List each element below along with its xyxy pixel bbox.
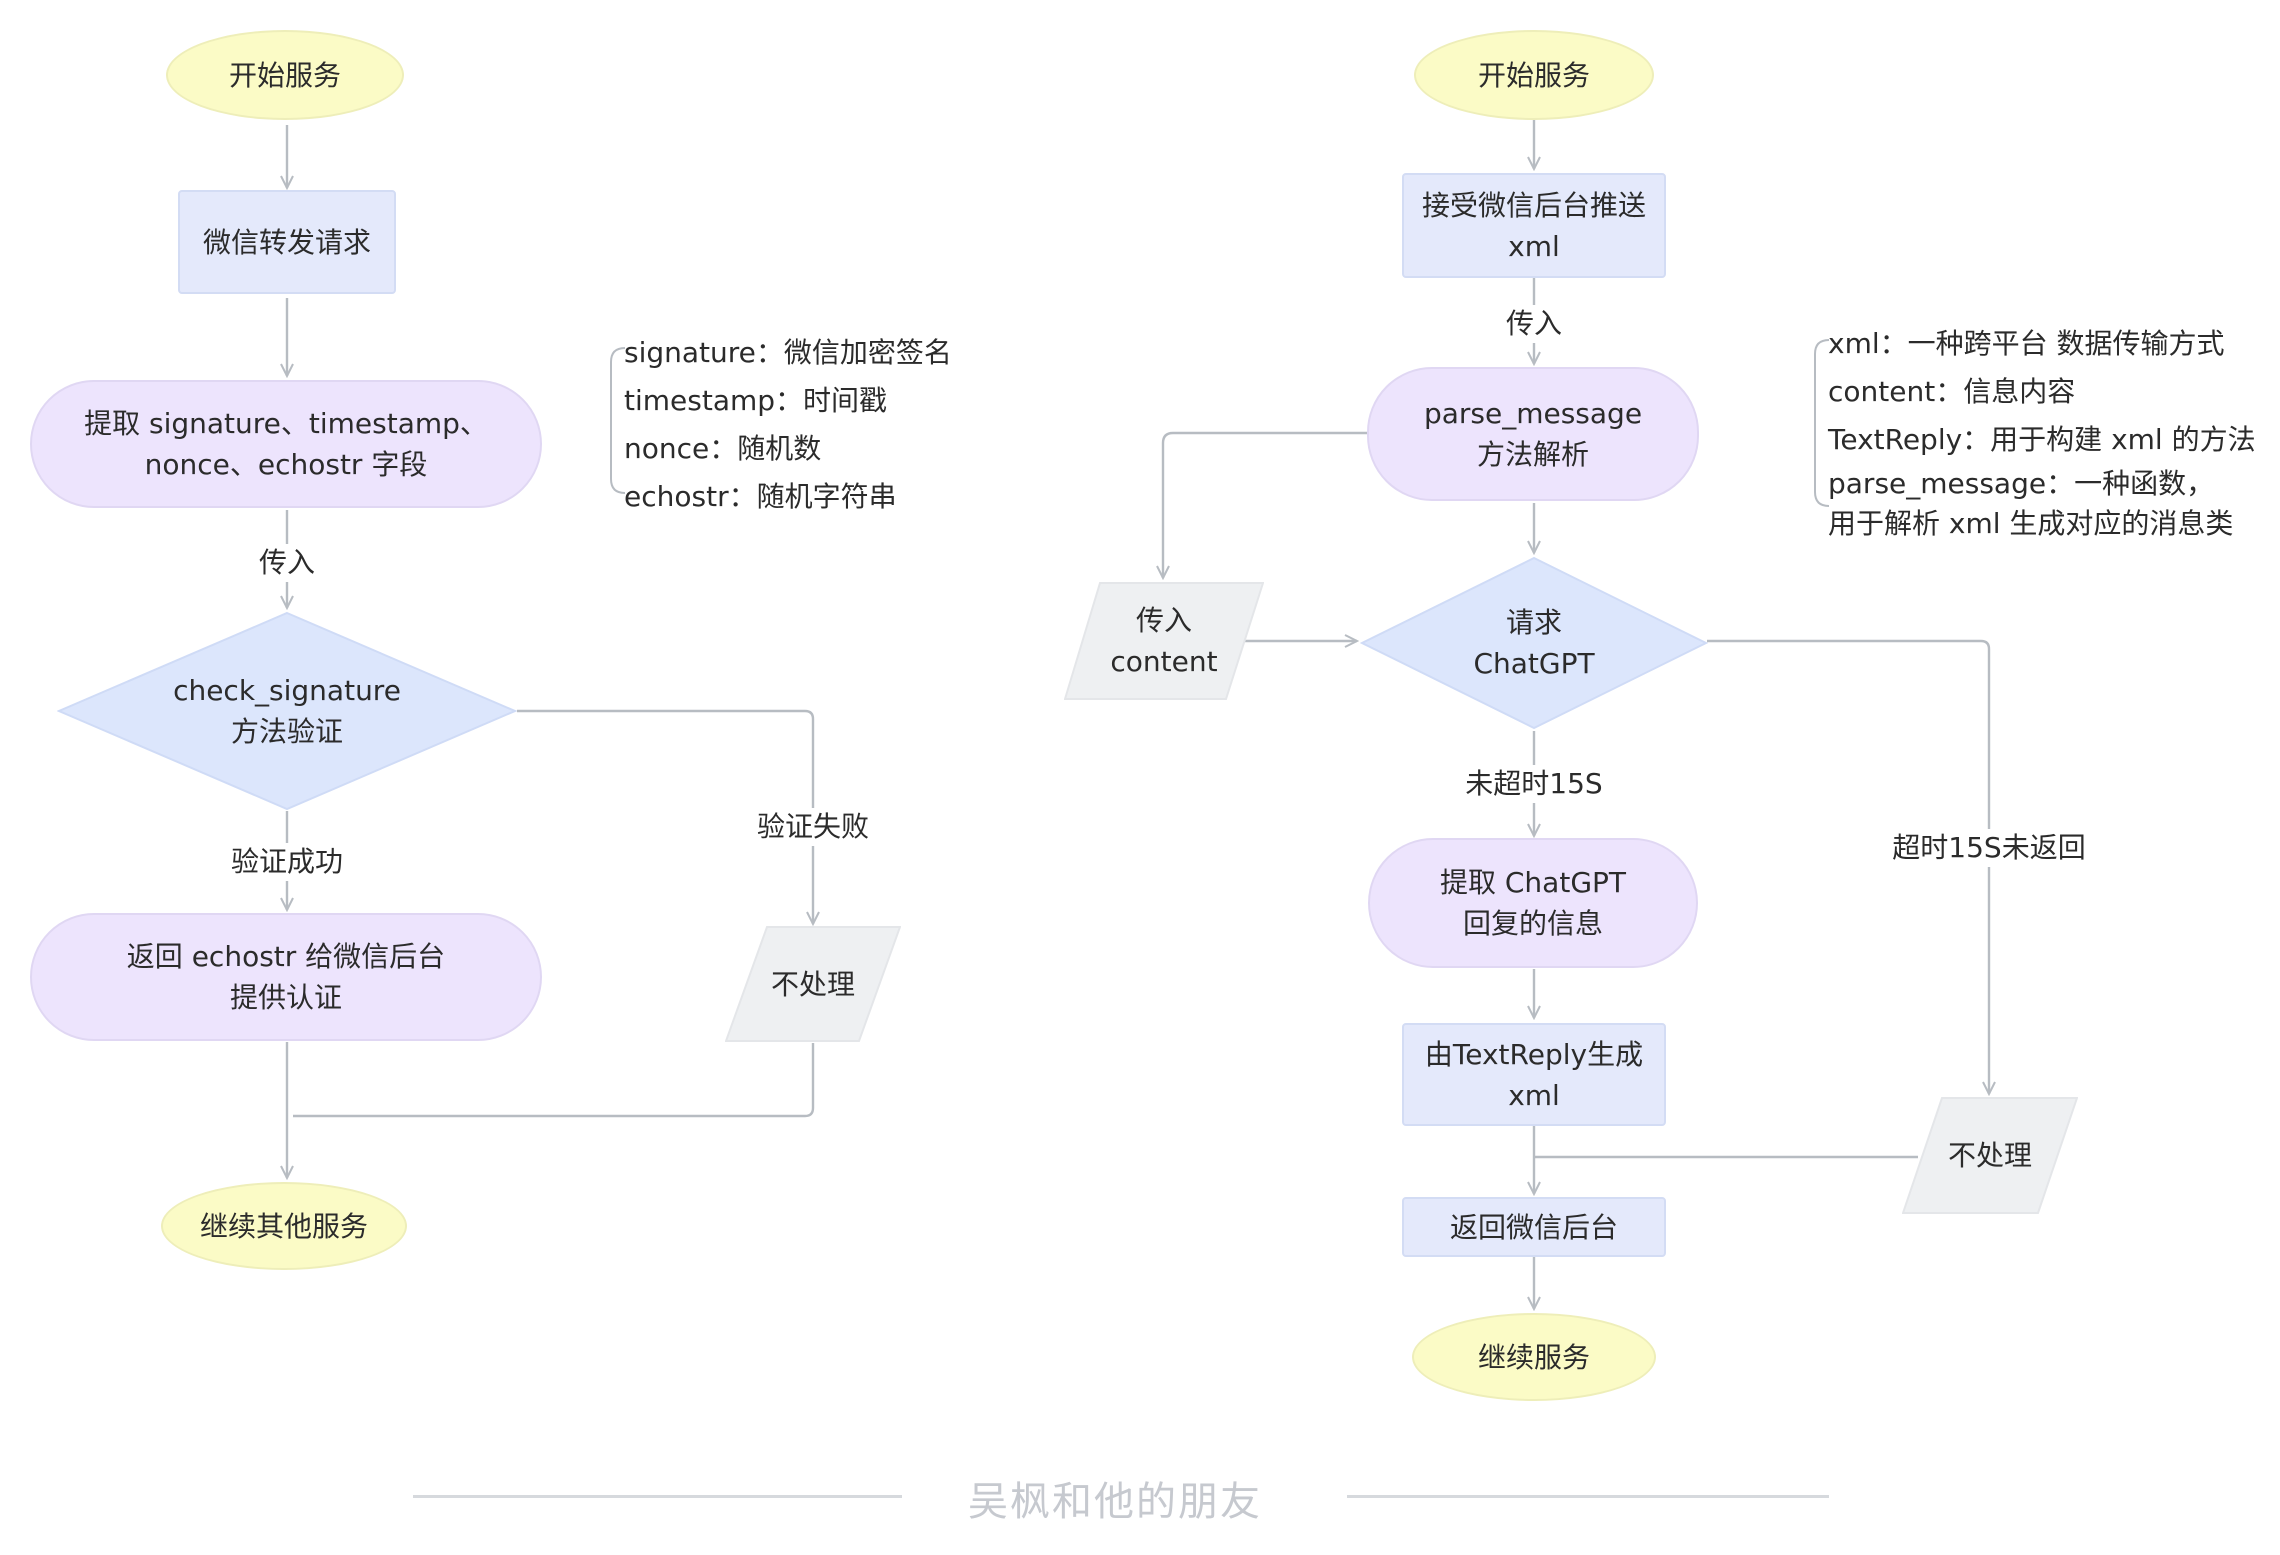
left-legend-note: signature：微信加密签名 timestamp：时间戳 nonce：随机数… xyxy=(624,329,952,521)
io-parallelogram-shape xyxy=(1902,1097,2078,1214)
left-no-process-io: 不处理 xyxy=(725,926,901,1042)
right-parse-message-box: parse_message 方法解析 xyxy=(1367,367,1699,501)
right-timeout-label: 超时15S未返回 xyxy=(1884,829,2094,867)
right-request-chatgpt-label: 请求 ChatGPT xyxy=(1473,606,1595,680)
edge-parse-to-content xyxy=(1163,431,1367,578)
left-note-line: echostr：随机字符串 xyxy=(624,480,897,513)
right-input-content-label: 传入 content xyxy=(1110,604,1218,678)
right-return-wechat-label: 返回微信后台 xyxy=(1449,1210,1618,1244)
left-check-signature-decision: check_signature 方法验证 xyxy=(57,611,517,811)
decision-diamond-shape xyxy=(1360,556,1708,730)
right-continue-terminal: 继续服务 xyxy=(1412,1313,1656,1401)
left-pass-in-label: 传入 xyxy=(250,544,324,582)
right-note-bracket xyxy=(1814,339,1830,507)
left-extract-fields-label: 提取 signature、timestamp、 nonce、echostr 字段 xyxy=(84,407,488,481)
left-verify-success-label: 验证成功 xyxy=(222,843,352,881)
footer-rule-right xyxy=(1347,1495,1829,1498)
right-extract-reply-box: 提取 ChatGPT 回复的信息 xyxy=(1368,838,1698,968)
left-check-signature-label: check_signature 方法验证 xyxy=(173,674,401,748)
right-no-process-io: 不处理 xyxy=(1902,1097,2078,1214)
edge-noprocess-to-merge xyxy=(293,1043,815,1118)
right-no-process-label: 不处理 xyxy=(1947,1139,2032,1172)
right-continue-label: 继续服务 xyxy=(1477,1340,1590,1374)
right-legend-note: xml：一种跨平台 数据传输方式 content：信息内容 TextReply：… xyxy=(1828,320,2256,544)
right-note-line: content：信息内容 xyxy=(1828,375,2076,408)
edge-check-to-noprocess xyxy=(517,709,813,924)
right-start-label: 开始服务 xyxy=(1477,58,1590,92)
io-parallelogram-shape xyxy=(725,926,901,1042)
left-extract-fields-box: 提取 signature、timestamp、 nonce、echostr 字段 xyxy=(30,380,542,508)
footer-watermark: 吴枫和他的朋友 xyxy=(968,1479,1262,1525)
right-note-line: xml：一种跨平台 数据传输方式 xyxy=(1828,327,2225,360)
right-not-timeout-label: 未超时15S xyxy=(1457,765,1611,803)
left-no-process-label: 不处理 xyxy=(770,967,855,1001)
left-note-line: nonce：随机数 xyxy=(624,432,822,465)
right-input-content-io: 传入 content xyxy=(1064,582,1264,700)
right-textreply-xml-label: 由TextReply生成 xml xyxy=(1424,1037,1644,1112)
right-note-line: parse_message：一种函数， xyxy=(1828,467,2215,500)
right-parse-message-label: parse_message 方法解析 xyxy=(1423,397,1643,471)
decision-diamond-shape xyxy=(57,611,517,811)
left-wechat-forward-box: 微信转发请求 xyxy=(178,190,396,294)
left-note-line: timestamp：时间戳 xyxy=(624,384,888,417)
left-wechat-forward-label: 微信转发请求 xyxy=(202,225,371,259)
left-continue-terminal: 继续其他服务 xyxy=(161,1182,407,1270)
right-receive-xml-box: 接受微信后台推送 xml xyxy=(1402,173,1666,278)
right-extract-reply-label: 提取 ChatGPT 回复的信息 xyxy=(1439,866,1627,940)
right-start-terminal: 开始服务 xyxy=(1414,30,1654,120)
left-note-bracket xyxy=(610,347,626,494)
edge-request-to-noprocess xyxy=(1707,639,1989,1094)
right-textreply-xml-box: 由TextReply生成 xml xyxy=(1402,1023,1666,1126)
right-request-chatgpt-decision: 请求 ChatGPT xyxy=(1360,556,1708,730)
right-note-line: TextReply：用于构建 xml 的方法 xyxy=(1828,423,2256,456)
left-start-label: 开始服务 xyxy=(228,58,341,92)
right-receive-xml-label: 接受微信后台推送 xml xyxy=(1421,188,1646,263)
left-start-terminal: 开始服务 xyxy=(166,30,404,120)
io-parallelogram-shape xyxy=(1064,582,1264,700)
left-verify-fail-label: 验证失败 xyxy=(748,808,878,846)
left-return-echostr-box: 返回 echostr 给微信后台 提供认证 xyxy=(30,913,542,1041)
right-pass-in-label: 传入 xyxy=(1497,305,1571,343)
right-note-line: 用于解析 xml 生成对应的消息类 xyxy=(1828,507,2234,540)
right-return-wechat-box: 返回微信后台 xyxy=(1402,1197,1666,1257)
left-continue-label: 继续其他服务 xyxy=(199,1209,368,1243)
footer-rule-left xyxy=(413,1495,902,1498)
left-note-line: signature：微信加密签名 xyxy=(624,336,952,369)
left-return-echostr-label: 返回 echostr 给微信后台 提供认证 xyxy=(126,940,446,1014)
